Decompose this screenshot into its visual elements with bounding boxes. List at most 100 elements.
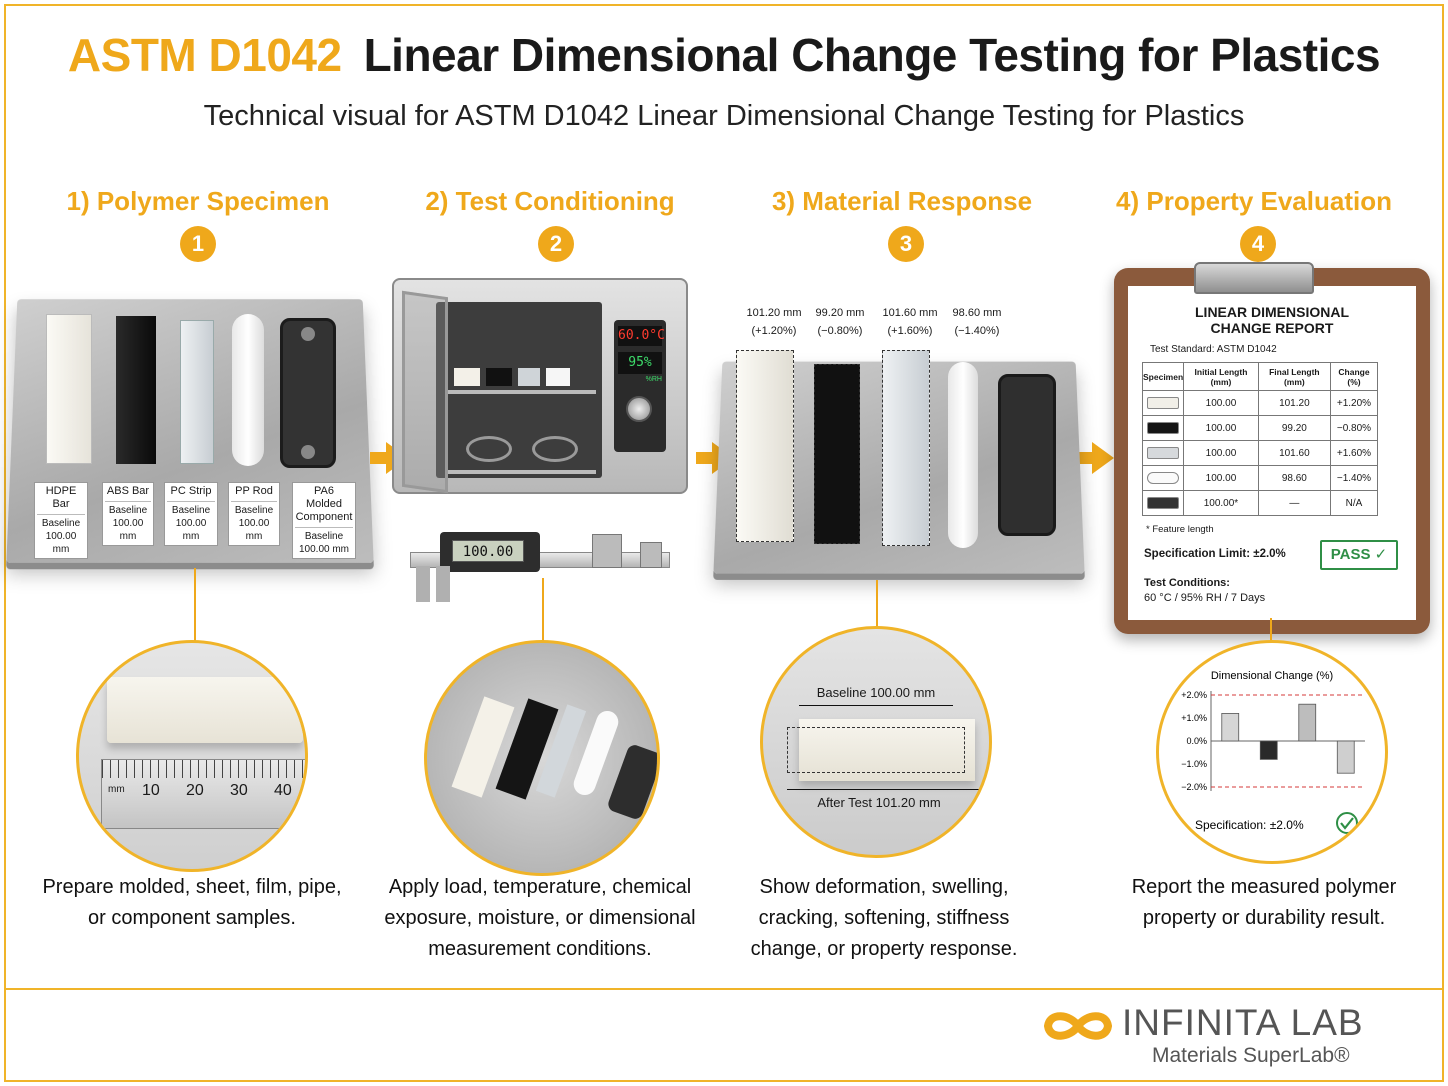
- report-table: Specimen Initial Length (mm) Final Lengt…: [1141, 362, 1379, 516]
- specimen-swatch-icon: [1147, 397, 1180, 409]
- report-footnote: * Feature length: [1146, 524, 1214, 535]
- abs-bar-specimen: [116, 316, 156, 464]
- title-text: Linear Dimensional Change Testing for Pl…: [363, 29, 1381, 81]
- after-dimension-line: [787, 789, 981, 790]
- fixture-block: [640, 542, 662, 568]
- infinity-icon: [1043, 1012, 1113, 1040]
- table-row: 100.00 101.20 +1.20%: [1141, 390, 1379, 416]
- hdpe-after-test: [736, 350, 794, 542]
- measurement-abs: 99.20 mm(−0.80%): [815, 307, 865, 337]
- specimen-swatch-icon: [1147, 472, 1180, 484]
- checkmark-icon: ✓: [1374, 546, 1388, 563]
- footer-divider: [6, 988, 1442, 990]
- logo-brand: INFINITA LAB: [1122, 1002, 1364, 1043]
- zoom-after-label: After Test 101.20 mm: [817, 795, 941, 810]
- zoom-change-chart: Dimensional Change (%)+2.0%+1.0%0.0%−1.0…: [1156, 640, 1388, 864]
- chamber-door[interactable]: [402, 290, 448, 494]
- specimen-swatch-icon: [1147, 422, 1180, 434]
- connector-2: [542, 578, 544, 642]
- chamber-shelf: [446, 470, 596, 474]
- conditioned-specimens: [454, 368, 574, 386]
- humidity-display: 95%: [618, 352, 662, 374]
- measurement-hdpe: 101.20 mm(+1.20%): [746, 307, 802, 337]
- environmental-chamber: 60.0°C 95% %RH: [392, 278, 688, 494]
- report-conditions: Test Conditions:60 °C / 95% RH / 7 Days: [1144, 577, 1266, 604]
- zoomed-hdpe-bar: [107, 677, 303, 743]
- connector-3: [876, 580, 878, 644]
- dimensional-change-chart: Dimensional Change (%)+2.0%+1.0%0.0%−1.0…: [1181, 670, 1365, 834]
- step-2-badge: 2: [538, 226, 574, 262]
- caliper-display: 100.00: [452, 540, 524, 562]
- hdpe-bar-specimen: [46, 314, 92, 464]
- step-1-badge: 1: [180, 226, 216, 262]
- petri-dish-icon: [532, 436, 578, 462]
- pc-strip-specimen: [180, 320, 214, 464]
- checkmark-icon: [1340, 817, 1354, 830]
- baseline-dimension-line: [799, 705, 953, 706]
- chart-spec-label: Specification: ±2.0%: [1195, 818, 1304, 832]
- petri-dish-icon: [466, 436, 512, 462]
- step-2-description: Apply load, temperature, chemical exposu…: [384, 876, 696, 960]
- connector-1: [194, 568, 196, 644]
- step-2-heading: 2) Test Conditioning: [425, 186, 675, 216]
- chart-bar-pc-strip: [1298, 703, 1317, 742]
- y-tick-label: 0.0%: [1186, 736, 1207, 746]
- step-1-description: Prepare molded, sheet, film, pipe, or co…: [42, 876, 342, 929]
- control-knob-icon[interactable]: [626, 396, 652, 422]
- zoom-baseline-label: Baseline 100.00 mm: [816, 685, 936, 700]
- connector-4: [1270, 618, 1272, 644]
- pp-rod-specimen: [232, 314, 264, 466]
- flow-arrow-3: [1076, 442, 1114, 474]
- report-header-row: Specimen Initial Length (mm) Final Lengt…: [1141, 362, 1379, 391]
- clipboard-clip-icon: [1194, 262, 1314, 294]
- abs-after-test: [814, 364, 860, 544]
- chart-bar-pp-rod: [1336, 740, 1355, 774]
- y-tick-label: +2.0%: [1181, 690, 1207, 700]
- caliper-jaw: [436, 566, 450, 602]
- pc-after-test: [882, 350, 930, 546]
- zoom-specimen-ruler: mm 10 20 30 40: [76, 640, 308, 872]
- measurement-pc: 101.60 mm(+1.60%): [882, 307, 938, 337]
- y-tick-label: +1.0%: [1181, 713, 1207, 723]
- specimen-swatch-icon: [1147, 447, 1180, 459]
- check-circle-icon: [1336, 812, 1358, 834]
- fixture-block: [592, 534, 622, 568]
- page-title: ASTM D1042 Linear Dimensional Change Test…: [0, 28, 1448, 82]
- table-row: 100.00 98.60 −1.40%: [1141, 465, 1379, 491]
- zoom-conditioning-tray: [424, 640, 660, 876]
- report-standard: Test Standard: ASTM D1042: [1150, 344, 1277, 355]
- specimen-swatch-icon: [1147, 497, 1180, 509]
- table-row: 100.00 101.60 +1.60%: [1141, 440, 1379, 466]
- step-4-badge: 4: [1240, 226, 1276, 262]
- step-4-heading: 4) Property Evaluation: [1116, 186, 1392, 216]
- title-standard-code: ASTM D1042: [67, 29, 342, 81]
- control-panel: 60.0°C 95% %RH: [614, 320, 666, 452]
- component-hole-icon: [301, 327, 315, 341]
- infinita-lab-logo: INFINITA LAB Materials SuperLab®: [1040, 1002, 1400, 1072]
- table-row: 100.00* — N/A: [1141, 490, 1379, 516]
- step-1-heading: 1) Polymer Specimen: [66, 186, 330, 216]
- zoomed-specimen: [799, 719, 975, 781]
- page-subtitle: Technical visual for ASTM D1042 Linear D…: [203, 100, 1245, 132]
- digital-caliper: 100.00: [410, 528, 670, 608]
- caliper-jaw: [416, 566, 430, 602]
- logo-tagline: Materials SuperLab®: [1152, 1044, 1350, 1067]
- report-spec-limit: Specification Limit: ±2.0%: [1144, 548, 1286, 560]
- chart-bar-abs-bar: [1259, 740, 1278, 760]
- pa6-after-test: [998, 374, 1056, 536]
- page-frame: [4, 4, 1444, 1082]
- chamber-shelf: [446, 390, 596, 394]
- original-outline: [787, 727, 965, 773]
- chart-bar-hdpe-bar: [1221, 713, 1240, 742]
- pp-after-test: [948, 362, 978, 548]
- chart-title: Dimensional Change (%): [1211, 670, 1333, 682]
- zoom-dimension-change: Baseline 100.00 mm After Test 101.20 mm: [760, 626, 992, 858]
- component-hole-icon: [301, 445, 315, 459]
